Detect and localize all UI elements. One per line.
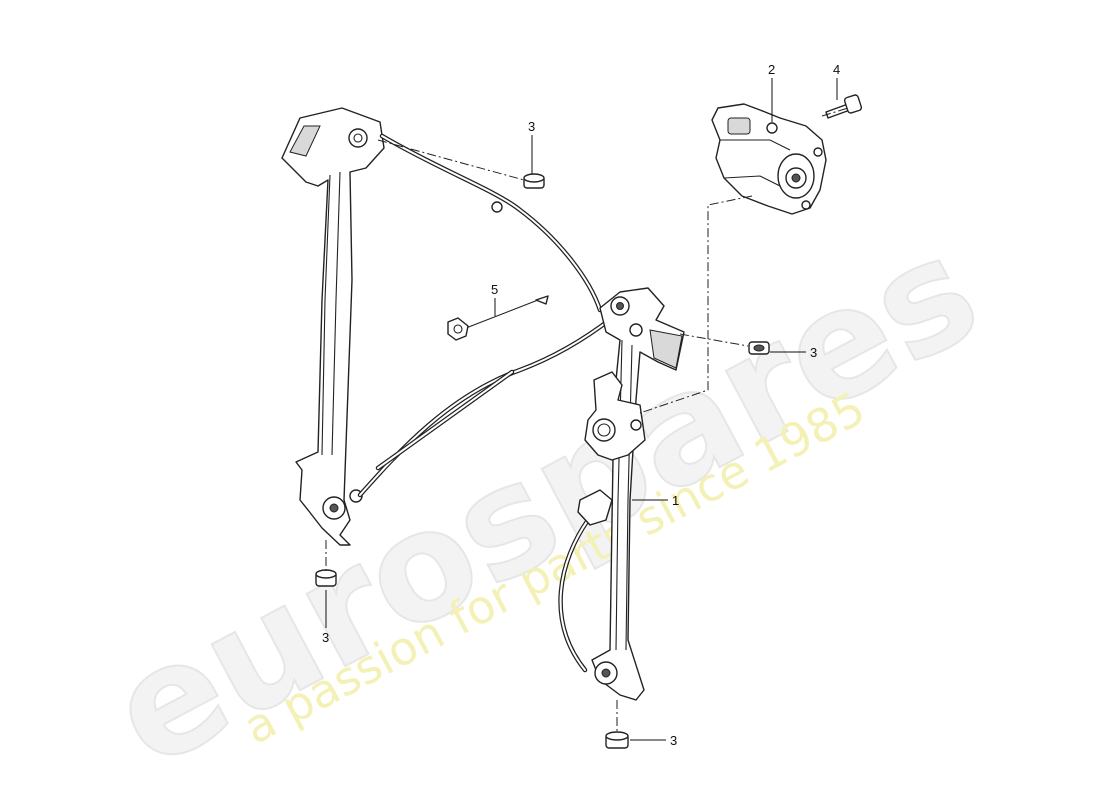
regulator-cables [357, 133, 615, 673]
callout-3-top: 3 [528, 119, 535, 134]
callout-3-bottom-right: 3 [670, 733, 677, 748]
window-motor [711, 103, 827, 215]
cable-tie [447, 295, 549, 341]
nut-right [748, 341, 770, 355]
nut-top [523, 173, 545, 189]
assembly-lines [325, 107, 849, 734]
callout-4: 4 [833, 62, 840, 77]
motor-bolt [825, 94, 863, 119]
callout-5: 5 [491, 282, 498, 297]
window-regulator-rear-rail [281, 107, 385, 546]
leader-lines [325, 78, 838, 741]
callout-3-right: 3 [810, 345, 817, 360]
callouts: 2 4 3 5 3 1 3 3 [322, 62, 840, 748]
nut-bottom-left [315, 569, 337, 587]
watermark-brand: eurospares [85, 203, 1004, 800]
callout-1: 1 [672, 493, 679, 508]
callout-2: 2 [768, 62, 775, 77]
nut-bottom-right [605, 731, 629, 749]
callout-3-bottom-left: 3 [322, 630, 329, 645]
window-regulator-front-rail [577, 287, 685, 701]
watermark: eurospares a passion for parts since 198… [84, 202, 1005, 800]
